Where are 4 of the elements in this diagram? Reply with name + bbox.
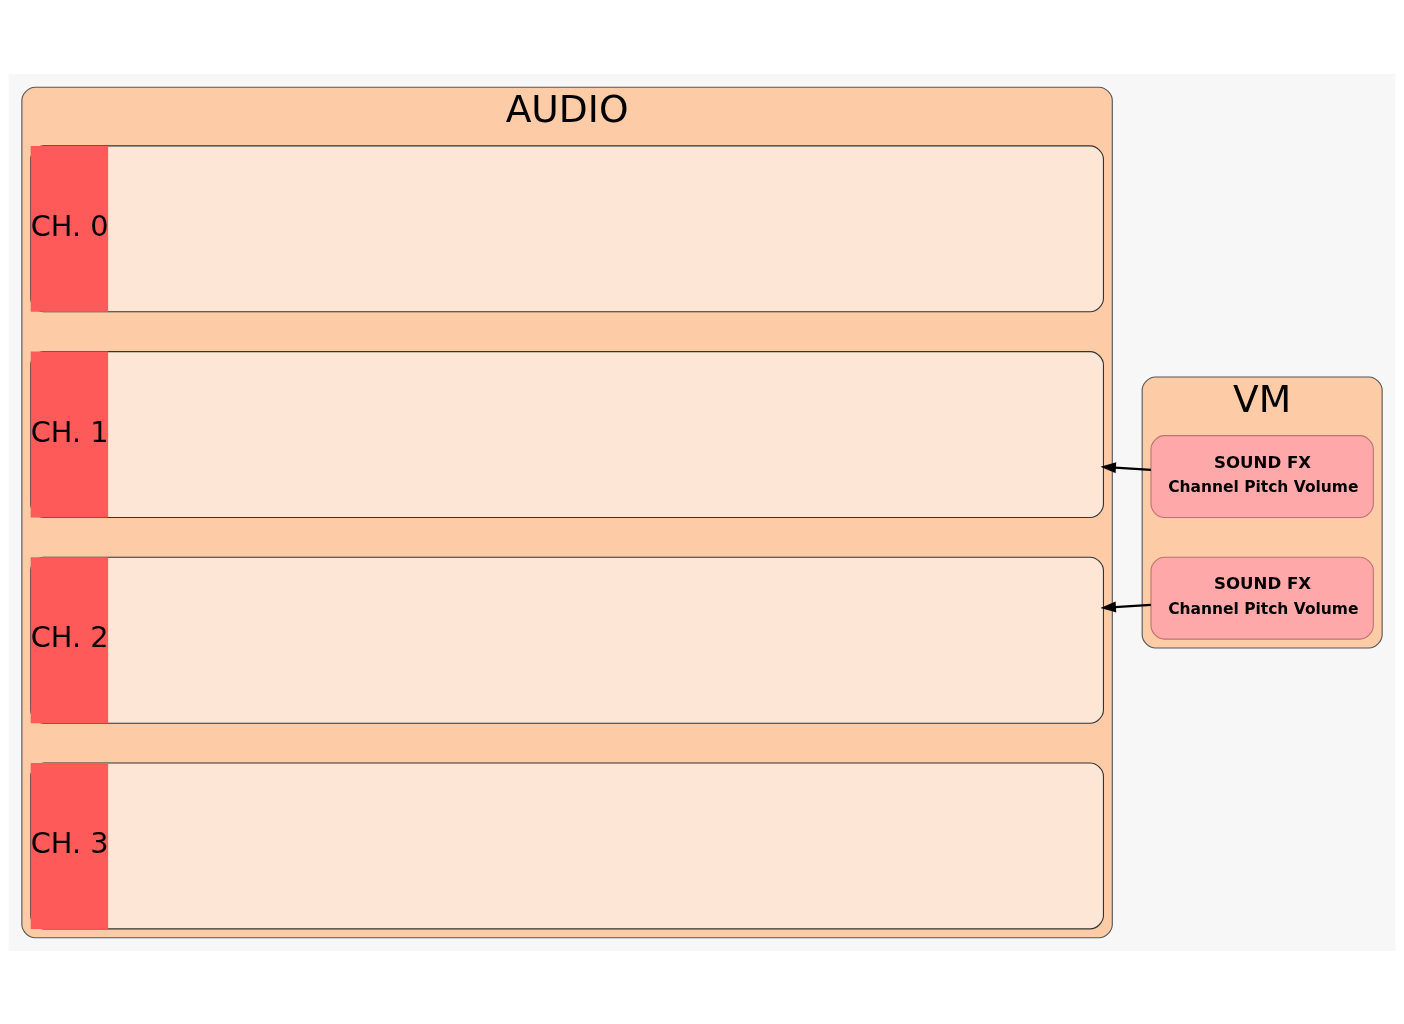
node-box: SOUND FX Channel Pitch Volume bbox=[1150, 434, 1374, 518]
arrow bbox=[1100, 461, 1151, 473]
node-box: SOUND FX Channel Pitch Volume bbox=[1150, 556, 1374, 640]
arrow bbox=[1100, 601, 1151, 612]
